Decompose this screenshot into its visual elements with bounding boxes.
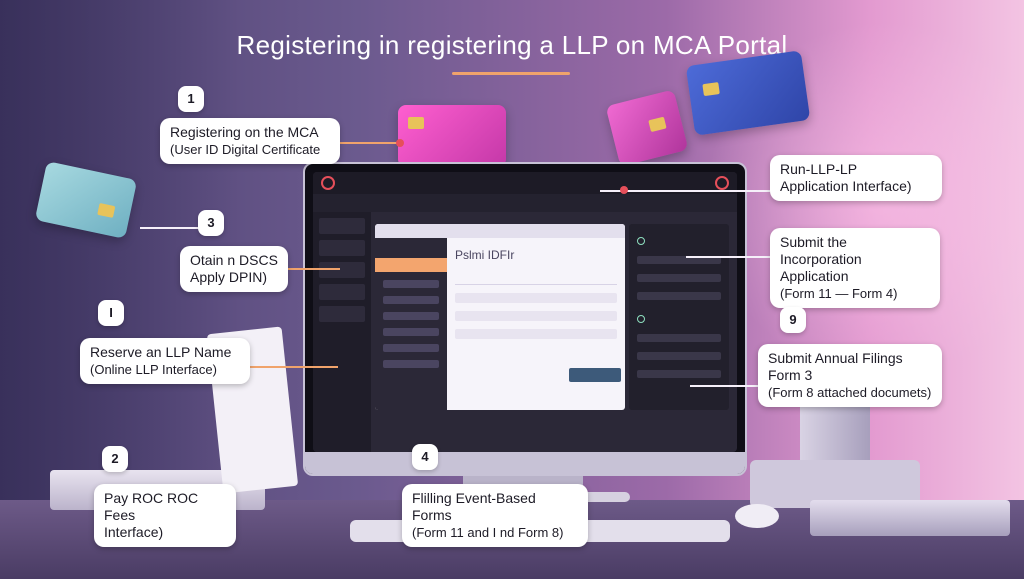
form-panel-side-nav bbox=[375, 238, 447, 410]
step-badge: 3 bbox=[198, 210, 224, 236]
callout-register-mca: Registering on the MCA (User ID Digital … bbox=[160, 118, 340, 164]
callout-line: Otain n DSCS bbox=[190, 252, 278, 268]
side-nav-item[interactable] bbox=[383, 296, 439, 304]
form-field[interactable] bbox=[455, 311, 617, 321]
monitor: Pslmi IDFIr bbox=[303, 162, 747, 476]
connector-dot-icon bbox=[620, 186, 628, 194]
callout-line: (Form 11 and I nd Form 8) bbox=[412, 525, 564, 540]
form-field[interactable] bbox=[455, 329, 617, 339]
side-nav-item[interactable] bbox=[383, 344, 439, 352]
callout-line: Form 3 bbox=[768, 367, 813, 383]
portal-top-bar bbox=[313, 172, 737, 194]
callout-line: Submit the Incorporation bbox=[780, 234, 862, 267]
status-dot-icon bbox=[637, 315, 645, 323]
side-nav-item[interactable] bbox=[383, 328, 439, 336]
connector-dot-icon bbox=[396, 139, 404, 147]
callout-line: Submit Annual Filings bbox=[768, 350, 903, 366]
form-panel: Pslmi IDFIr bbox=[375, 224, 625, 410]
right-column-row bbox=[637, 274, 721, 282]
portal-right-column bbox=[629, 224, 729, 410]
book-stack-right bbox=[810, 500, 1010, 536]
form-panel-main: Pslmi IDFIr bbox=[455, 248, 617, 402]
side-nav-active-item[interactable] bbox=[375, 258, 447, 272]
callout-pay-fees: Pay ROC ROC Fees Interface) bbox=[94, 484, 236, 547]
callout-line: Run-LLP-LP bbox=[780, 161, 858, 177]
step-badge: 1 bbox=[178, 86, 204, 112]
callout-line: Interface) bbox=[104, 524, 164, 540]
form-description-line bbox=[455, 274, 617, 285]
right-column-row bbox=[637, 352, 721, 360]
sidebar-row[interactable] bbox=[319, 218, 365, 234]
form-panel-title: Pslmi IDFIr bbox=[455, 248, 515, 262]
callout-line: Apply DPIN) bbox=[190, 269, 268, 285]
callout-line: Flilling Event-Based Forms bbox=[412, 490, 536, 523]
right-column-row bbox=[637, 334, 721, 342]
callout-annual-filings: Submit Annual Filings Form 3 (Form 8 att… bbox=[758, 344, 942, 407]
sidebar-row[interactable] bbox=[319, 262, 365, 278]
connector-line bbox=[686, 256, 772, 258]
connector-line bbox=[140, 227, 210, 229]
callout-line: (Form 8 attached documets) bbox=[768, 385, 932, 400]
callout-line: Pay ROC ROC Fees bbox=[104, 490, 199, 523]
side-nav-item[interactable] bbox=[383, 280, 439, 288]
callout-obtain-dsc: Otain n DSCS Apply DPIN) bbox=[180, 246, 288, 292]
portal-emblem-icon bbox=[715, 176, 729, 190]
callout-line: (Form 11 — Form 4) bbox=[780, 286, 898, 301]
step-badge: 2 bbox=[102, 446, 128, 472]
callout-run-llp: Run-LLP-LP Application Interface) bbox=[770, 155, 942, 201]
page-title: Registering in registering a LLP on MCA … bbox=[236, 30, 788, 60]
card-chip-icon bbox=[648, 116, 667, 133]
status-dot-icon bbox=[637, 237, 645, 245]
step-badge: I bbox=[98, 300, 124, 326]
portal-bottom-row bbox=[383, 416, 717, 428]
callout-reserve-name: Reserve an LLP Name (Online LLP Interfac… bbox=[80, 338, 250, 384]
right-column-row bbox=[637, 256, 721, 264]
mouse bbox=[735, 504, 779, 528]
card-chip-icon bbox=[97, 202, 116, 218]
sidebar-row[interactable] bbox=[319, 284, 365, 300]
connector-line bbox=[338, 142, 400, 144]
callout-line: Registering on the MCA bbox=[170, 124, 319, 140]
title-underline bbox=[452, 72, 570, 75]
side-nav-item[interactable] bbox=[383, 360, 439, 368]
step-badge: 9 bbox=[780, 307, 806, 333]
sidebar-row[interactable] bbox=[319, 240, 365, 256]
card-pink bbox=[605, 89, 689, 167]
callout-event-forms: Flilling Event-Based Forms (Form 11 and … bbox=[402, 484, 588, 547]
right-column-row bbox=[637, 292, 721, 300]
card-magenta bbox=[398, 105, 506, 167]
callout-line: (User ID Digital Certificate bbox=[170, 142, 321, 157]
portal-nav-row bbox=[313, 194, 737, 212]
right-column-row bbox=[637, 370, 721, 378]
monitor-screen: Pslmi IDFIr bbox=[313, 172, 737, 452]
card-chip-icon bbox=[702, 82, 720, 97]
step-badge: 4 bbox=[412, 444, 438, 470]
card-chip-icon bbox=[408, 117, 424, 129]
callout-line: Application Interface) bbox=[780, 178, 912, 194]
form-field[interactable] bbox=[455, 293, 617, 303]
connector-line bbox=[248, 366, 338, 368]
form-submit-button[interactable] bbox=[569, 368, 621, 382]
callout-line: (Online LLP Interface) bbox=[90, 362, 217, 377]
callout-line: Reserve an LLP Name bbox=[90, 344, 232, 360]
form-panel-header bbox=[375, 224, 625, 238]
sidebar-row[interactable] bbox=[319, 306, 365, 322]
portal-logo-icon bbox=[321, 176, 335, 190]
side-nav-item[interactable] bbox=[383, 312, 439, 320]
callout-submit-incorporation: Submit the Incorporation Application (Fo… bbox=[770, 228, 940, 308]
connector-line bbox=[280, 268, 340, 270]
callout-line: Application bbox=[780, 268, 849, 284]
portal-sidebar bbox=[313, 212, 371, 452]
connector-line bbox=[600, 190, 770, 192]
monitor-chin bbox=[305, 452, 745, 474]
connector-line bbox=[690, 385, 770, 387]
